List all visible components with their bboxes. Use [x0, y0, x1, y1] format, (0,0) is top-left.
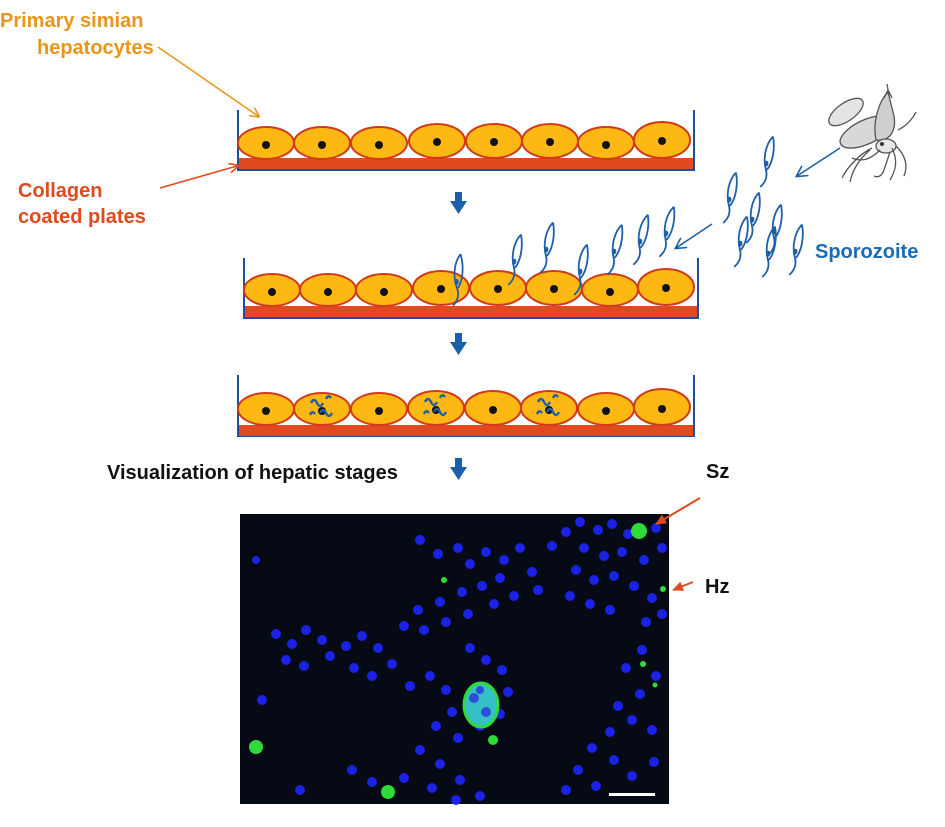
sz-label: Sz — [706, 461, 730, 483]
free-sporozoites — [720, 134, 807, 280]
down-arrow-icon — [450, 458, 467, 480]
culture-well-3 — [237, 375, 695, 437]
collagen-pointer — [159, 166, 237, 189]
sz-signal — [631, 523, 647, 539]
sporozoite-pointer — [676, 223, 713, 248]
hz-label: Hz — [705, 576, 730, 598]
sz-pointer — [655, 497, 701, 525]
down-arrow-icon — [450, 192, 467, 214]
visualization-label: Visualization of hepatic stages — [107, 462, 398, 484]
hepatocyte-nuclei — [252, 517, 667, 805]
hepatocytes-label-line2: hepatocytes — [37, 37, 154, 59]
sporozoite-label: Sporozoite — [815, 241, 919, 263]
hepatocyte-row — [237, 388, 691, 426]
hepatocytes-label-line1: Primary simian — [0, 10, 144, 32]
collagen-label-line2: coated plates — [18, 206, 146, 228]
culture-well-2 — [243, 204, 699, 319]
mosquito-icon — [828, 83, 917, 183]
scale-bar — [609, 793, 655, 796]
collagen-label-line1: Collagen — [18, 180, 103, 202]
hz-pointer — [672, 581, 694, 591]
culture-well-1 — [237, 110, 695, 171]
collagen-plate — [239, 158, 693, 169]
hepatocyte-row — [243, 268, 695, 307]
collagen-plate — [245, 306, 697, 317]
collagen-plate — [239, 425, 693, 436]
hz-signal — [660, 586, 666, 592]
hepatocyte-row — [237, 121, 691, 160]
mosquito-pointer — [797, 147, 841, 176]
hepatocytes-pointer — [157, 46, 258, 116]
parasite-gfp-signals — [249, 523, 666, 799]
down-arrow-icon — [450, 333, 467, 355]
fluorescence-micrograph — [240, 514, 669, 805]
